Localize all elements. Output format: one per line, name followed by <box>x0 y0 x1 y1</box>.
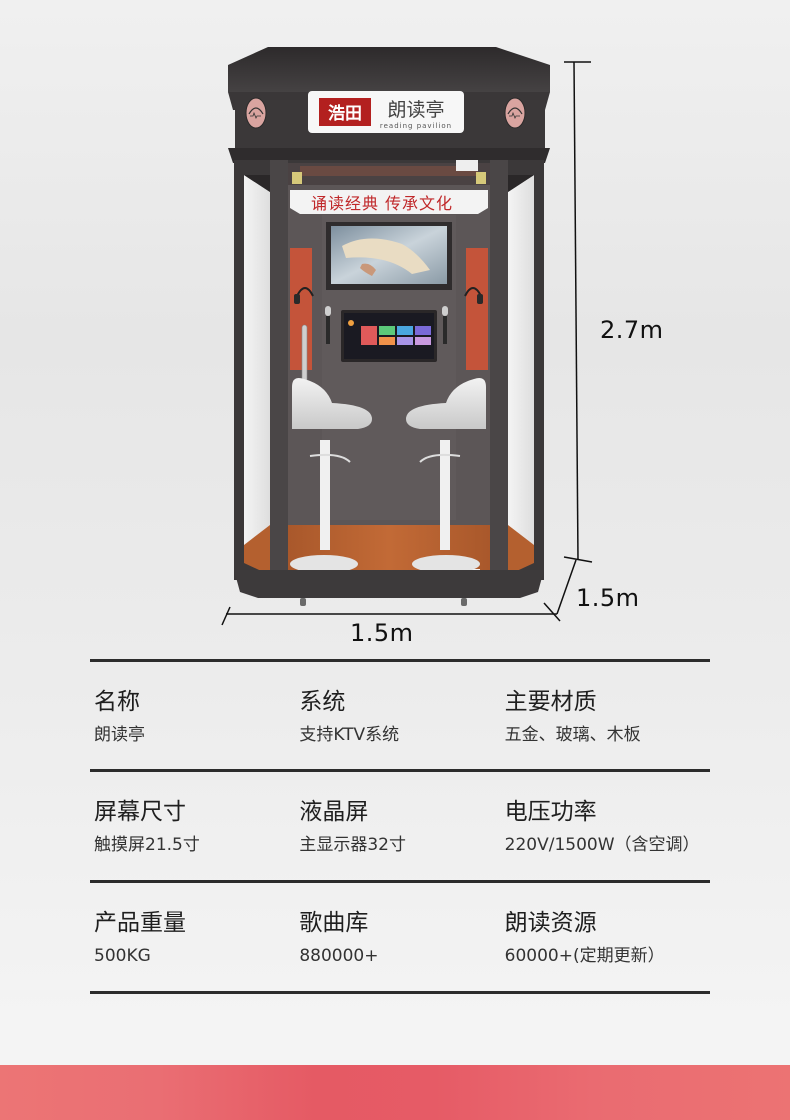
spec-label: 屏幕尺寸 <box>94 799 186 825</box>
spec-item-system: 系统 支持KTV系统 <box>299 688 504 769</box>
reading-booth-illustration: 浩田 朗读亭 reading pavilion <box>221 47 593 626</box>
spec-item-lcd: 液晶屏 主显示器32寸 <box>299 798 504 880</box>
spec-label: 歌曲库 <box>299 910 369 936</box>
music-badge-icon-left <box>245 97 267 129</box>
spec-item-song-library: 歌曲库 880000+ <box>299 909 504 991</box>
sign-subtitle: reading pavilion <box>380 122 452 130</box>
microphone-icon-right <box>442 306 448 344</box>
stool-right <box>406 378 486 573</box>
spec-row: 产品重量 500KG 歌曲库 880000+ 朗读资源 60000+(定期更新） <box>90 883 710 991</box>
spec-label: 产品重量 <box>94 910 186 936</box>
footer-band <box>0 1065 790 1120</box>
spec-label: 名称 <box>94 689 140 715</box>
spec-value: 880000+ <box>299 946 379 966</box>
spec-value: 220V/1500W（含空调） <box>504 835 700 855</box>
spec-item-screen-size: 屏幕尺寸 触摸屏21.5寸 <box>94 798 299 880</box>
brand-logo-text: 浩田 <box>328 103 362 124</box>
dimension-lines <box>221 61 593 626</box>
product-image-area: 浩田 朗读亭 reading pavilion <box>221 47 664 647</box>
slogan-banner <box>290 190 488 214</box>
headphones-icon-right <box>464 287 483 304</box>
microphone-icon-left <box>325 306 331 344</box>
music-badge-icon-right <box>504 97 526 129</box>
spec-label: 主要材质 <box>504 689 597 715</box>
divider <box>90 769 710 772</box>
stool-left <box>290 378 372 573</box>
depth-dimension-label: 1.5m <box>576 584 640 612</box>
spec-value: 五金、玻璃、木板 <box>504 725 641 745</box>
spec-label: 电压功率 <box>504 799 597 825</box>
spec-item-material: 主要材质 五金、玻璃、木板 <box>505 688 710 769</box>
spec-value: 支持KTV系统 <box>299 725 400 745</box>
divider <box>90 659 710 662</box>
spec-item-power: 电压功率 220V/1500W（含空调） <box>505 798 710 880</box>
spec-item-weight: 产品重量 500KG <box>94 909 299 991</box>
divider <box>90 880 710 883</box>
spec-row: 名称 朗读亭 系统 支持KTV系统 主要材质 五金、玻璃、木板 <box>90 662 710 769</box>
sign-title: 朗读亭 <box>387 99 444 121</box>
spec-row: 屏幕尺寸 触摸屏21.5寸 液晶屏 主显示器32寸 电压功率 220V/1500… <box>90 772 710 880</box>
spec-item-name: 名称 朗读亭 <box>94 688 299 769</box>
slogan-text: 诵读经典 传承文化 <box>311 194 453 213</box>
divider <box>90 991 710 994</box>
height-dimension-label: 2.7m <box>600 316 664 344</box>
width-dimension-label: 1.5m <box>350 619 414 647</box>
spec-table: 名称 朗读亭 系统 支持KTV系统 主要材质 五金、玻璃、木板 屏幕尺寸 触摸屏… <box>90 659 710 994</box>
headphones-icon-left <box>294 287 314 304</box>
spec-label: 液晶屏 <box>299 799 369 825</box>
spec-value: 60000+(定期更新） <box>504 946 665 966</box>
spec-value: 主显示器32寸 <box>299 835 406 855</box>
spec-value: 触摸屏21.5寸 <box>94 835 200 855</box>
spec-label: 朗读资源 <box>504 910 597 936</box>
spec-label: 系统 <box>299 689 346 715</box>
spec-value: 朗读亭 <box>94 725 145 745</box>
spec-value: 500KG <box>94 946 151 966</box>
spec-item-reading-resources: 朗读资源 60000+(定期更新） <box>505 909 710 991</box>
